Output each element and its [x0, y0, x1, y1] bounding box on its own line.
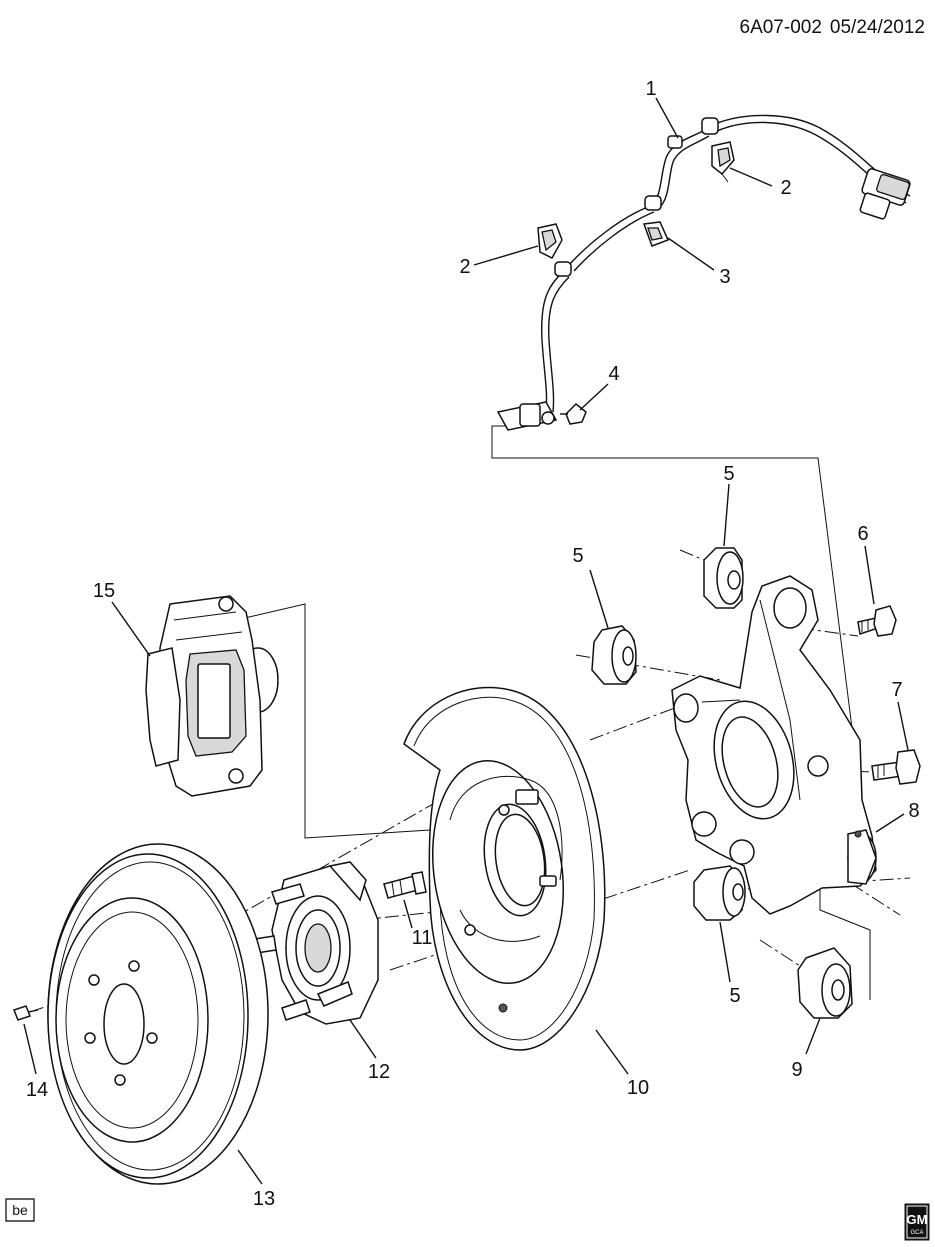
callout-8: 8 — [908, 800, 919, 822]
callout-12: 12 — [368, 1061, 390, 1083]
knuckle-bushing-upper — [703, 547, 744, 609]
harness-bracket-clip — [642, 221, 670, 247]
gm-logo-sub: GCA — [910, 1230, 923, 1236]
callout-13: 13 — [253, 1188, 275, 1210]
gm-logo-main: GM — [907, 1212, 928, 1227]
callout-11: 11 — [412, 927, 433, 949]
callout-1: 1 — [645, 78, 656, 100]
be-badge-text: be — [12, 1202, 28, 1218]
toe-link-bushing — [797, 947, 853, 1019]
diagram-date: 05/24/2012 — [830, 17, 925, 38]
callout-5-upper: 5 — [723, 463, 734, 485]
steering-knuckle — [671, 575, 877, 915]
gm-logo: GM GCA — [904, 1203, 930, 1241]
brake-caliper — [145, 595, 279, 797]
knuckle-bushing-middle — [591, 625, 637, 685]
callout-10: 10 — [627, 1077, 649, 1099]
callout-14: 14 — [26, 1079, 48, 1101]
wheel-speed-sensor-harness — [496, 114, 911, 431]
callout-2-lower: 2 — [459, 256, 470, 278]
callout-5-lower: 5 — [729, 985, 740, 1007]
knuckle-bolt-upper — [857, 605, 897, 637]
brake-backing-plate — [403, 686, 606, 1051]
callout-6: 6 — [857, 523, 868, 545]
knuckle-ball-joint-bushing — [847, 829, 877, 885]
diagram-header: 6A07-002 05/24/2012 — [740, 17, 926, 38]
wheel-stud-single — [383, 871, 427, 899]
brake-rotor — [47, 843, 269, 1185]
callout-4: 4 — [608, 363, 619, 385]
wheel-hub-bearing — [271, 861, 379, 1025]
callout-leaders — [23, 97, 909, 1185]
sensor-bolt — [560, 402, 587, 425]
knuckle-bushing-lower — [693, 865, 746, 921]
knuckle-bolt-lower — [871, 749, 921, 785]
callout-5-middle: 5 — [572, 545, 583, 567]
callout-3: 3 — [719, 266, 730, 288]
callout-2-upper: 2 — [780, 177, 791, 199]
callout-15: 15 — [93, 580, 115, 602]
callout-labels: 1 2 2 3 4 5 5 5 6 7 8 9 10 11 12 13 14 1… — [26, 78, 920, 1210]
diagram-code: 6A07-002 — [740, 17, 822, 38]
callout-9: 9 — [791, 1059, 802, 1081]
rotor-retaining-screw — [13, 1005, 39, 1021]
callout-7: 7 — [891, 679, 902, 701]
be-badge: be — [5, 1198, 35, 1222]
harness-clip-lower — [537, 223, 563, 259]
harness-clip-upper — [711, 141, 735, 183]
